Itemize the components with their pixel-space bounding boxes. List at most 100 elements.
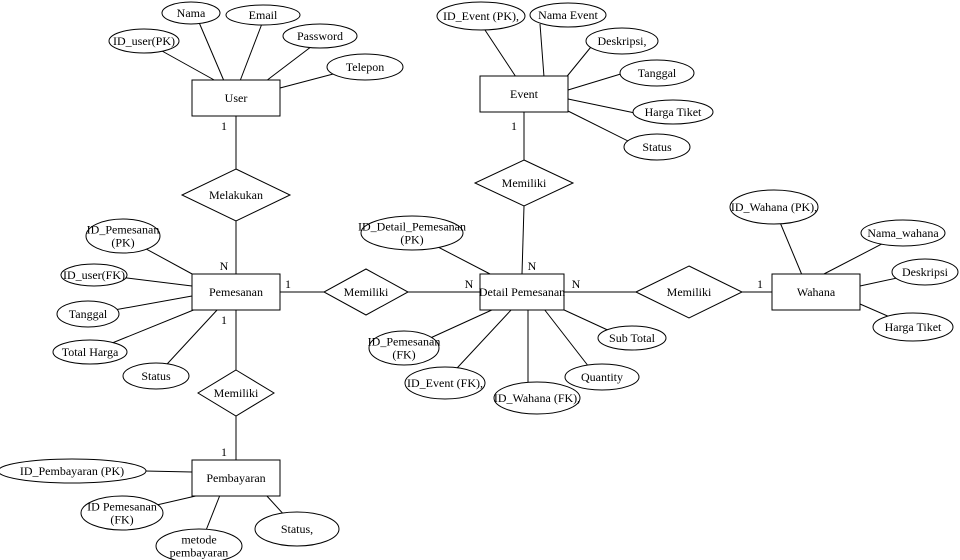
card-detail-memiliki-left: N [465, 277, 474, 291]
connector-line [144, 470, 193, 473]
entity-detail-pemesanan-box [479, 273, 565, 311]
entity-user [191, 79, 281, 117]
entity-wahana-box [771, 273, 861, 311]
rel-memiliki-detail-wahana-label: Memiliki [667, 285, 712, 299]
connector-line [197, 19, 225, 82]
attr-wahana-id [729, 189, 819, 225]
card-user-melakukan: 1 [221, 119, 227, 133]
connector-line [521, 205, 525, 275]
attr-detail-id-label: (PK) [400, 233, 423, 247]
attr-pembayaran-id-pemesanan-label: (FK) [110, 513, 133, 527]
attr-pemesanan-id-label: ID_Pemesanan [87, 223, 160, 237]
attr-pembayaran-status [254, 511, 340, 547]
attr-event-tanggal [619, 59, 695, 87]
attr-pembayaran-id [0, 458, 147, 484]
card-detail-memiliki-top: N [528, 259, 537, 273]
attr-event-status-label: Status [642, 140, 672, 154]
rel-memiliki-pembayaran-label: Memiliki [214, 386, 259, 400]
attr-user-nama [161, 1, 221, 25]
attr-wahana-deskripsi-label: Deskripsi [902, 265, 949, 279]
attr-wahana-harga-tiket-label: Harga Tiket [885, 320, 942, 334]
entity-detail-pemesanan-label: Detail Pemesanan [479, 285, 565, 299]
attr-user-nama-label: Nama [177, 6, 206, 20]
entity-event-box [479, 75, 569, 113]
attr-pembayaran-metode-label: metode [181, 533, 216, 547]
attr-detail-quantity [564, 363, 640, 391]
attr-event-nama-label: Nama Event [538, 8, 598, 22]
card-pembayaran-memiliki: 1 [221, 445, 227, 459]
attr-event-deskripsi-label: Deskripsi, [598, 34, 647, 48]
attr-pemesanan-status [122, 362, 190, 390]
attr-pembayaran-id-pemesanan [80, 495, 164, 531]
attr-user-id-label: ID_user(PK) [113, 34, 175, 48]
entity-user-box [191, 79, 281, 117]
attr-pembayaran-status-label: Status, [281, 522, 313, 536]
attr-pemesanan-total-harga [52, 339, 128, 365]
attr-wahana-nama-label: Nama_wahana [867, 226, 939, 240]
entity-pembayaran [191, 459, 281, 497]
attr-pemesanan-id-user [60, 263, 128, 287]
attr-user-password [282, 23, 358, 49]
entity-pemesanan-label: Pemesanan [209, 285, 263, 299]
attr-user-id [108, 28, 180, 54]
attr-pemesanan-tanggal [56, 300, 120, 328]
connector-lines [89, 19, 926, 549]
card-event-memiliki: 1 [511, 119, 517, 133]
attr-event-tanggal-label: Tanggal [638, 66, 677, 80]
entity-wahana-label: Wahana [797, 285, 836, 299]
attr-user-password-label: Password [297, 29, 343, 43]
attr-pemesanan-status-label: Status [141, 369, 171, 383]
attr-user-telepon [326, 53, 404, 81]
attr-event-nama [529, 2, 607, 28]
entity-pemesanan-box [191, 273, 281, 311]
attr-wahana-id-label: ID_Wahana (PK), [731, 200, 817, 214]
entity-pembayaran-label: Pembayaran [206, 471, 265, 485]
entity-user-label: User [225, 91, 248, 105]
attr-detail-id-label: ID_Detail_Pemesanan [358, 220, 466, 234]
attr-detail-id-event [404, 366, 486, 400]
rel-melakukan-label: Melakukan [209, 188, 263, 202]
attr-event-status [623, 133, 691, 161]
connector-line [239, 20, 264, 82]
attr-pembayaran-id-pemesanan-label: ID Pemesanan [87, 500, 157, 514]
attr-pembayaran-id-label: ID_Pembayaran (PK) [20, 464, 124, 478]
entity-event [479, 75, 569, 113]
attr-pemesanan-id-label: (PK) [111, 236, 134, 250]
connector-line [539, 23, 545, 78]
attr-wahana-nama [860, 219, 946, 247]
attr-detail-id-pemesanan-label: ID_Pemesanan [368, 335, 441, 349]
entity-pembayaran-box [191, 459, 281, 497]
attr-event-deskripsi [585, 27, 659, 55]
attr-pembayaran-metode [155, 528, 243, 560]
connector-line [480, 23, 517, 78]
attr-detail-sub-total [597, 325, 667, 351]
rel-memiliki-detail-wahana-diamond [634, 265, 744, 319]
attr-pemesanan-id-user-label: ID_user(FK) [63, 268, 125, 282]
card-pemesanan-memiliki-right: 1 [285, 277, 291, 291]
attr-pemesanan-total-harga-label: Total Harga [62, 345, 119, 359]
entity-event-label: Event [510, 87, 539, 101]
attr-wahana-harga-tiket [872, 312, 954, 342]
connector-line [567, 72, 625, 91]
rel-memiliki-pembayaran-diamond [197, 369, 275, 417]
entity-wahana [771, 273, 861, 311]
attr-wahana-deskripsi [891, 258, 959, 286]
rel-memiliki-event-diamond [473, 159, 575, 207]
attr-detail-id-event-label: ID_Event (FK), [407, 376, 483, 390]
attr-pembayaran-metode-label: pembayaran [170, 546, 229, 560]
entity-detail-pemesanan [479, 273, 565, 311]
attr-user-email-label: Email [249, 8, 278, 22]
attr-pemesanan-id [85, 218, 161, 254]
attr-detail-id [360, 215, 464, 251]
connector-line [563, 41, 596, 81]
attr-detail-sub-total-label: Sub Total [609, 331, 656, 345]
attr-detail-id-pemesanan [368, 330, 440, 366]
rel-melakukan-diamond [180, 168, 292, 222]
attr-event-harga-tiket [632, 99, 714, 125]
attr-detail-quantity-label: Quantity [581, 370, 623, 384]
attr-detail-id-wahana-label: ID_Wahana (FK), [494, 391, 580, 405]
attr-pemesanan-tanggal-label: Tanggal [69, 307, 108, 321]
rel-memiliki-pemesanan-detail-label: Memiliki [344, 285, 389, 299]
